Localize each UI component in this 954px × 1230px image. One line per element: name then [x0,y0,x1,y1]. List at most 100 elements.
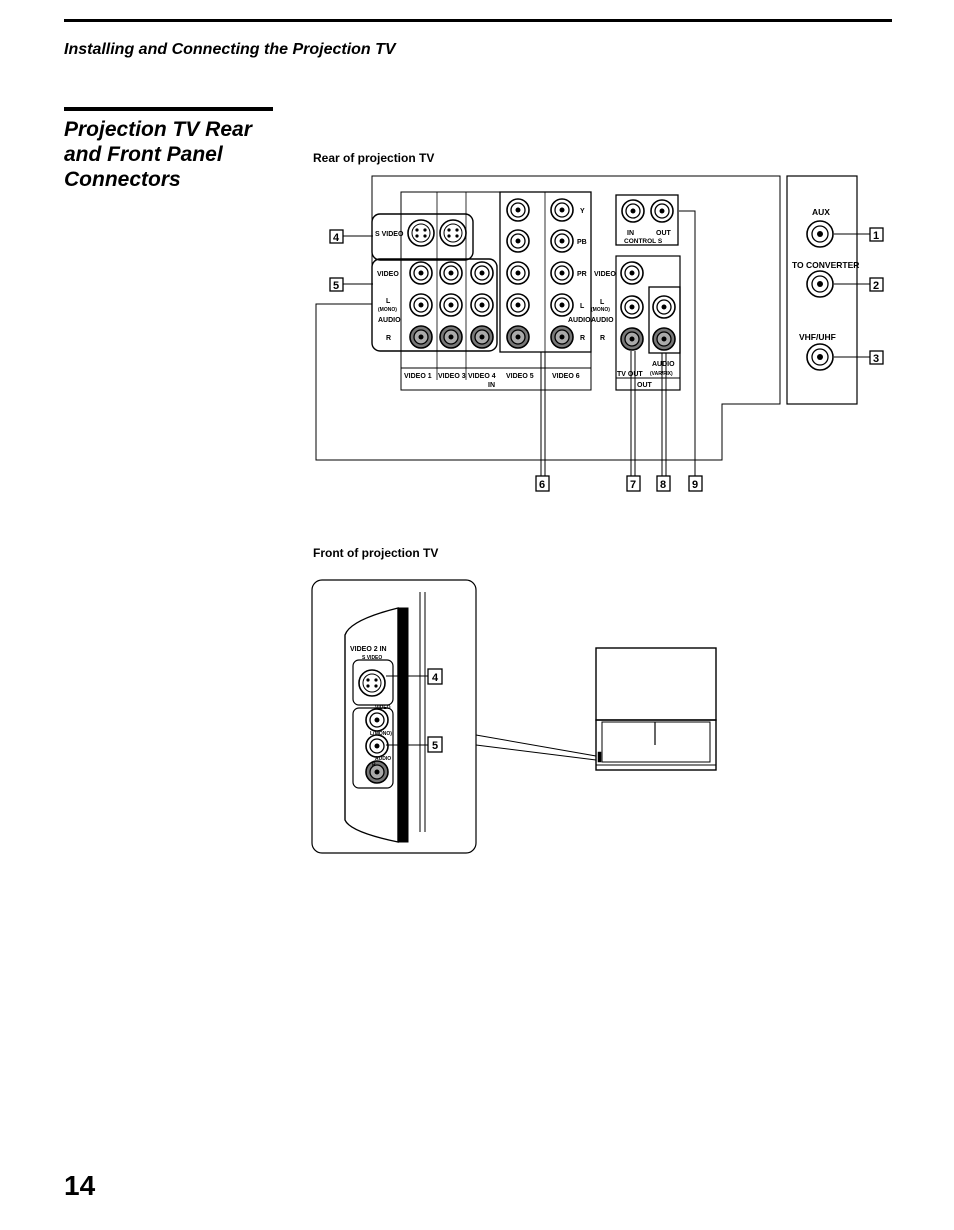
callout-2: 2 [873,280,879,292]
rear-panel [315,175,858,461]
front-video-jack [365,708,389,732]
control-s-label: CONTROL S [624,238,663,245]
front-svideo-label: S VIDEO [362,655,382,661]
aux-antenna-jack [806,220,834,248]
aux-label: AUX [812,207,830,217]
audio-r-jack-video3 [439,325,463,349]
rear-mono-label: (MONO) [378,307,397,313]
in-video6-label: VIDEO 6 [552,373,580,380]
audio-var-l-jack [652,295,676,319]
y-jack-video5 [506,198,530,222]
callout-4: 4 [333,232,340,244]
audio-r-jack-video6 [550,325,574,349]
tv-out-label: TV OUT [617,371,643,378]
section-rule [64,107,273,111]
svideo-jack-video1 [407,219,435,247]
front-audio-r-jack [365,760,389,784]
rear-audio5-label: AUDIO [568,317,591,324]
tv-out-video-label: VIDEO [594,271,616,278]
rear-pb-label: PB [577,239,587,246]
front-l-mono-label: L(MONO) [370,731,392,737]
top-rule [64,19,892,22]
callout-5: 5 [333,280,339,292]
audio-l-jack-video1 [409,293,433,317]
callout-6: 6 [539,479,545,491]
to-converter-label: TO CONVERTER [792,260,859,270]
in-video4-label: VIDEO 4 [468,373,496,380]
rear-r-label: R [386,335,391,342]
rear-l5-label: L [580,303,585,310]
running-header: Installing and Connecting the Projection… [64,41,396,58]
out-label: OUT [637,382,653,389]
control-in-label: IN [627,230,634,237]
pb-jack-video6 [550,229,574,253]
video-jack-video3 [439,261,463,285]
front-r-label: R [372,762,376,768]
front-audio-label: AUDIO [375,756,391,762]
callout-1: 1 [873,230,879,242]
tv-out-audio-label: AUDIO [591,317,614,324]
section-title: Projection TV Rear and Front Panel Conne… [64,118,252,191]
video-jack-video1 [409,261,433,285]
control-out-label: OUT [656,230,672,237]
rear-jacks [407,198,834,371]
front-callout-5: 5 [432,740,438,752]
rear-y-label: Y [580,208,585,215]
rear-caption: Rear of projection TV [313,151,435,165]
in-video5-label: VIDEO 5 [506,373,534,380]
callout-9: 9 [692,479,698,491]
tv-out-l-label: L [600,299,605,306]
audio-var-r-jack [652,327,676,351]
pr-jack-video5 [506,261,530,285]
pb-jack-video5 [506,229,530,253]
to-converter-jack [806,270,834,298]
audio-l-jack-video6 [550,293,574,317]
rear-svideo-label: S VIDEO [375,231,404,238]
tv-out-audio-l-jack [620,295,644,319]
page-number: 14 [64,1170,96,1201]
svideo-jack-video3 [439,219,467,247]
control-s-out-jack [650,199,674,223]
front-zoom-box [311,579,597,854]
front-callouts: 4 5 [427,668,443,753]
front-audio-l-jack [365,734,389,758]
in-label: IN [488,382,495,389]
audio-r-jack-video4 [470,325,494,349]
front-video-label: VIDEO [375,705,391,711]
rear-audio-label: AUDIO [378,317,401,324]
rear-pr-label: PR [577,271,587,278]
in-video3-label: VIDEO 3 [438,373,466,380]
front-svideo-jack [358,669,386,697]
audio-l-jack-video3 [439,293,463,317]
front-leader-lines [386,675,428,746]
rear-r5-label: R [580,335,585,342]
front-video2-label: VIDEO 2 IN [350,646,387,653]
control-s-in-jack [621,199,645,223]
audio-var-label: AUDIO [652,361,675,368]
callout-8: 8 [660,479,666,491]
front-caption: Front of projection TV [313,546,439,560]
audio-l-jack-video4 [470,293,494,317]
callout-7: 7 [630,479,636,491]
audio-r-jack-video5 [506,325,530,349]
rear-leader-lines [343,210,870,476]
vhf-uhf-jack [806,343,834,371]
pr-jack-video6 [550,261,574,285]
projection-tv-illustration [595,647,717,771]
tv-out-video-jack [620,261,644,285]
in-video1-label: VIDEO 1 [404,373,432,380]
rear-l-label: L [386,298,391,305]
vhf-uhf-label: VHF/UHF [799,332,836,342]
audio-l-jack-video5 [506,293,530,317]
tv-out-mono-label: (MONO) [591,307,610,313]
video-jack-video4 [470,261,494,285]
rear-video-label: VIDEO [377,271,399,278]
tv-out-r-label: R [600,335,605,342]
y-jack-video6 [550,198,574,222]
callout-3: 3 [873,353,879,365]
front-callout-4: 4 [432,672,439,684]
audio-r-jack-video1 [409,325,433,349]
tv-out-audio-r-jack [620,327,644,351]
rear-callouts: 4 5 1 2 3 6 7 8 9 [329,227,884,492]
